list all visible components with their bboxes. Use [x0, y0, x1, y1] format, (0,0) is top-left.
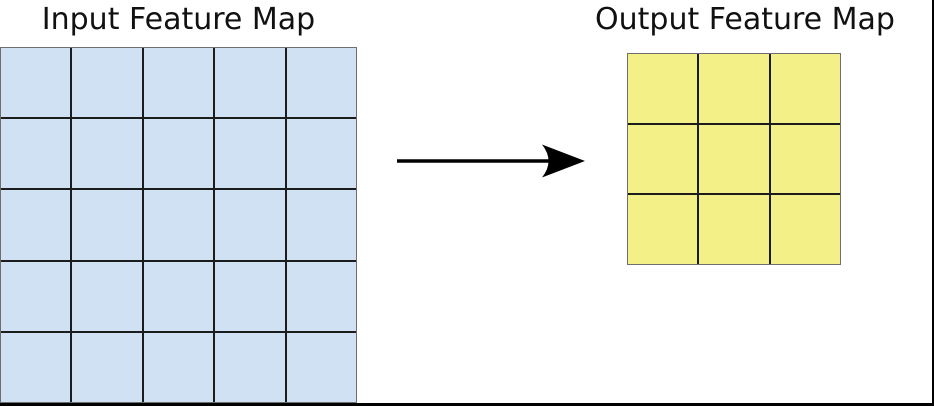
input-feature-map-cell: [72, 332, 142, 402]
output-feature-map-cell: [628, 195, 698, 264]
input-feature-map-cell: [143, 190, 214, 260]
input-feature-map-cell: [1, 119, 71, 189]
output-feature-map-cell: [699, 195, 769, 264]
input-feature-map-cell: [215, 332, 285, 402]
input-feature-map-cell: [286, 48, 356, 118]
input-feature-map-cell: [286, 261, 356, 331]
input-feature-map-cell: [1, 332, 71, 402]
output-feature-map-cell: [699, 124, 769, 194]
input-feature-map-cell: [286, 119, 356, 189]
input-feature-map-cell: [72, 190, 142, 260]
input-feature-map-cell: [72, 48, 142, 118]
input-feature-map-cell: [215, 190, 285, 260]
input-feature-map-cell: [143, 332, 214, 402]
input-feature-map-cell: [215, 48, 285, 118]
input-feature-map-cell: [143, 119, 214, 189]
input-feature-map-title: Input Feature Map: [41, 2, 316, 37]
input-feature-map-cell: [72, 261, 142, 331]
input-feature-map-cell: [143, 261, 214, 331]
input-feature-map-grid: [0, 47, 357, 403]
input-feature-map-cell: [143, 48, 214, 118]
output-feature-map-cell: [770, 124, 840, 194]
output-feature-map-title: Output Feature Map: [595, 2, 895, 37]
output-feature-map-cell: [628, 54, 698, 123]
output-feature-map-grid: [627, 53, 841, 265]
output-feature-map-cell: [770, 195, 840, 264]
input-feature-map-cell: [1, 48, 71, 118]
input-feature-map-cell: [286, 332, 356, 402]
output-feature-map-cell: [699, 54, 769, 123]
input-feature-map-cell: [215, 119, 285, 189]
input-feature-map-cell: [286, 190, 356, 260]
input-feature-map-cell: [1, 261, 71, 331]
output-feature-map-cell: [628, 124, 698, 194]
right-arrow-icon: [397, 144, 585, 178]
input-feature-map-cell: [1, 190, 71, 260]
input-feature-map-cell: [215, 261, 285, 331]
input-feature-map-cell: [72, 119, 142, 189]
output-feature-map-cell: [770, 54, 840, 123]
